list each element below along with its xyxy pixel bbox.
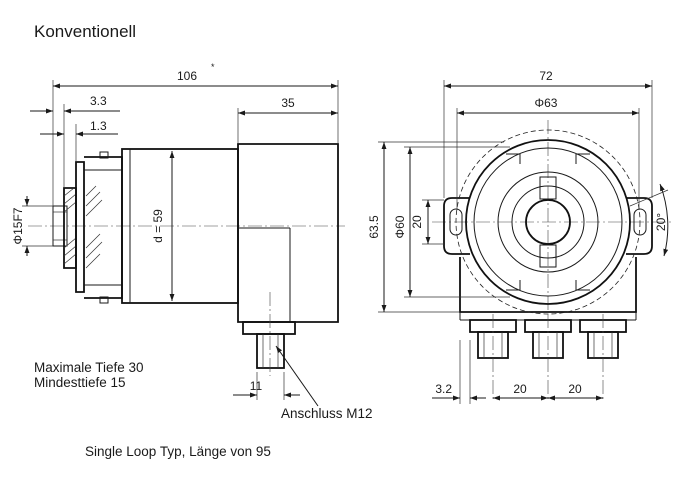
dim-dia-60: Φ60 xyxy=(393,215,407,238)
flange-hatch xyxy=(85,185,103,269)
dim-106: 106 xyxy=(177,69,197,83)
side-view xyxy=(28,143,345,376)
dim-1-3: 1.3 xyxy=(90,119,107,133)
dim-bolt-circle: Φ63 xyxy=(535,96,558,110)
note-max-depth: Maximale Tiefe 30 xyxy=(34,360,144,375)
front-view xyxy=(432,120,672,402)
dim-72: 72 xyxy=(539,69,553,83)
dim-pitch-1: 20 xyxy=(513,382,527,396)
front-dimensions xyxy=(378,80,669,404)
drawing-title: Konventionell xyxy=(34,22,137,41)
front-connectors xyxy=(469,314,627,402)
dim-angle-20: 20° xyxy=(654,213,668,231)
dim-3-3: 3.3 xyxy=(90,94,107,108)
side-dimensions xyxy=(22,80,339,407)
note-min-depth: Mindesttiefe 15 xyxy=(34,375,126,390)
dim-20-vertical: 20 xyxy=(410,215,424,229)
note-single-loop: Single Loop Typ, Länge von 95 xyxy=(85,444,271,459)
dim-106-mark: * xyxy=(211,62,215,72)
dim-shaft-dia: Φ15F7 xyxy=(11,207,25,244)
dim-3-2: 3.2 xyxy=(435,382,452,396)
side-labels: 106 * 3.3 1.3 35 Φ15F7 d = 59 11 xyxy=(11,62,295,393)
note-connector: Anschluss M12 xyxy=(281,406,373,421)
clamp-hatch xyxy=(63,187,77,265)
dim-63-5: 63.5 xyxy=(367,215,381,239)
front-labels: 72 Φ63 63.5 Φ60 20 20° 3.2 20 20 xyxy=(367,69,668,396)
dim-pitch-2: 20 xyxy=(568,382,582,396)
dim-35: 35 xyxy=(281,96,295,110)
dim-body-dia: d = 59 xyxy=(151,209,165,243)
dim-11: 11 xyxy=(250,379,263,393)
